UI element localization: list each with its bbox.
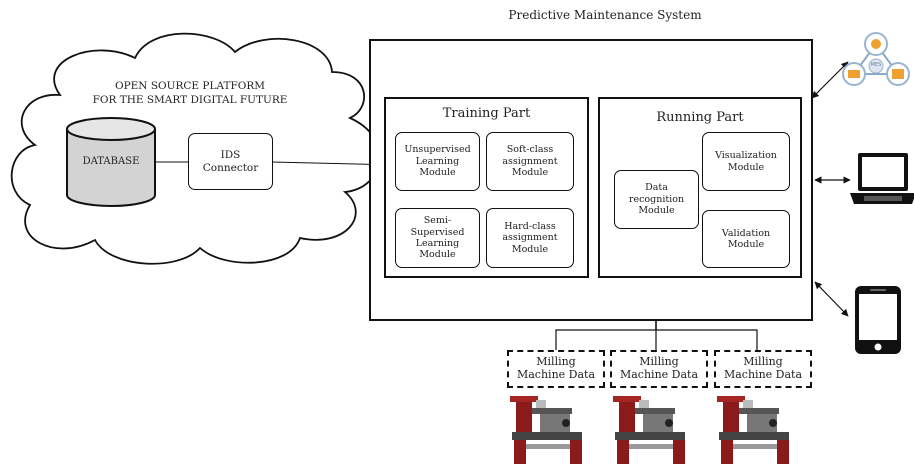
milling-machine-icon — [510, 396, 582, 464]
milling-machine-icon — [613, 396, 685, 464]
system-title: Predictive Maintenance System — [508, 8, 702, 22]
smartphone-icon — [855, 286, 901, 354]
mes-label: MES — [870, 62, 882, 68]
database-cylinder — [66, 117, 156, 207]
database-label: DATABASE — [82, 156, 140, 167]
training-part-title: Training Part — [442, 106, 531, 121]
running-part-title: Running Part — [656, 110, 744, 125]
milling-machine-icon — [717, 396, 789, 464]
laptop-icon — [850, 153, 914, 204]
mes-network-icon — [842, 32, 910, 86]
cloud-title: OPEN SOURCE PLATFORM FOR THE SMART DIGIT… — [92, 80, 288, 106]
